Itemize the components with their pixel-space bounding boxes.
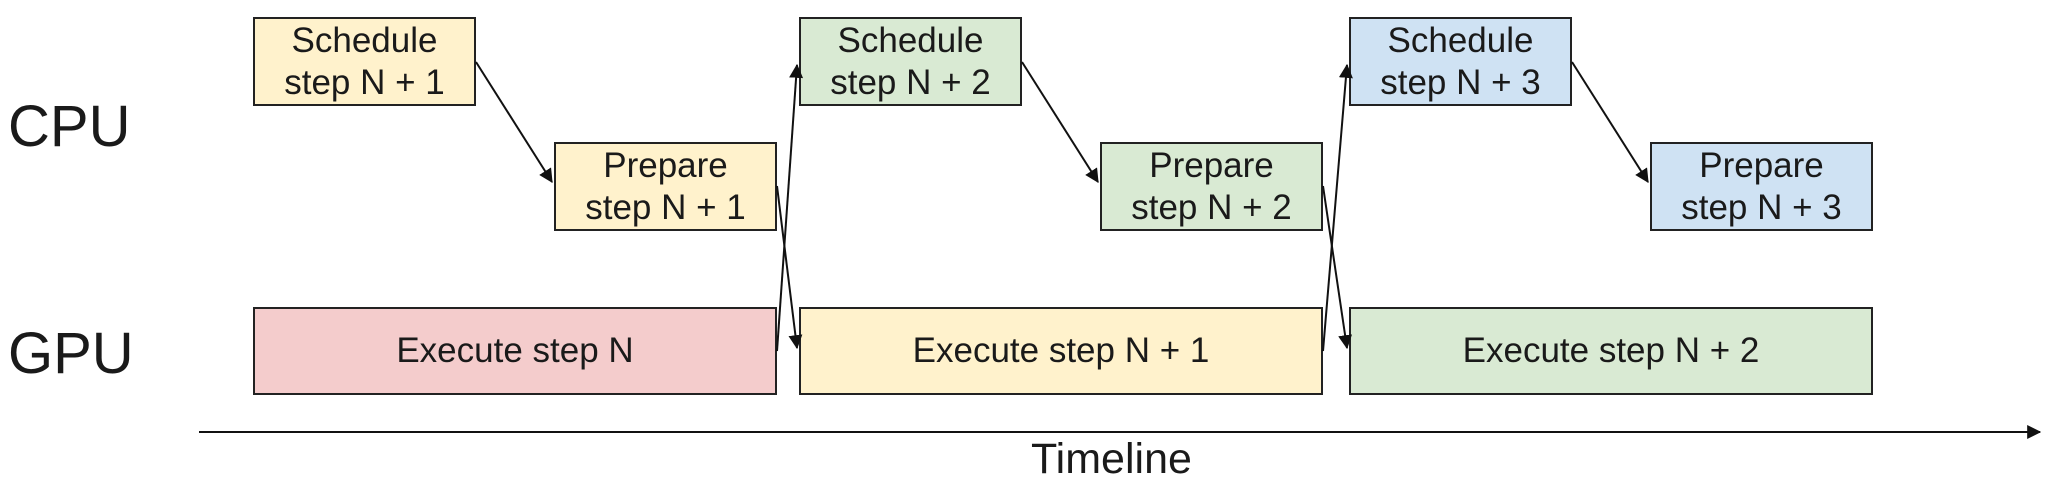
timeline-label: Timeline [1031, 435, 1192, 483]
arrow-prepare-n2-to-execute-n2 [1322, 185, 1353, 350]
box-line-2: step N + 3 [1380, 62, 1541, 102]
arrow-prepare-n1-to-execute-n1 [776, 185, 803, 350]
arrow-schedule-n2-to-prepare-n2 [1021, 61, 1099, 183]
box-line-1: Schedule [291, 21, 438, 61]
prepare-step-n-plus-2-box: Prepare step N + 2 [1100, 142, 1323, 231]
box-label: Execute step N [396, 331, 634, 371]
execute-step-n-plus-1-box: Execute step N + 1 [799, 307, 1323, 395]
box-line-2: step N + 1 [284, 62, 445, 102]
box-line-2: step N + 2 [830, 62, 991, 102]
prepare-step-n-plus-1-box: Prepare step N + 1 [554, 142, 777, 231]
box-label: Execute step N + 1 [912, 331, 1210, 371]
box-line-1: Prepare [603, 146, 728, 186]
arrow-schedule-n3-to-prepare-n3 [1571, 61, 1649, 183]
arrow-execute-n-to-schedule-n2 [776, 63, 804, 352]
schedule-step-n-plus-3-box: Schedule step N + 3 [1349, 17, 1572, 106]
box-label: Execute step N + 2 [1462, 331, 1760, 371]
arrow-schedule-n1-to-prepare-n1 [475, 61, 553, 183]
box-line-1: Prepare [1699, 146, 1824, 186]
box-line-1: Schedule [1387, 21, 1534, 61]
box-line-2: step N + 2 [1131, 187, 1292, 227]
prepare-step-n-plus-3-box: Prepare step N + 3 [1650, 142, 1873, 231]
cpu-lane-label: CPU [8, 94, 131, 159]
arrow-execute-n1-to-schedule-n3 [1322, 63, 1353, 352]
schedule-step-n-plus-2-box: Schedule step N + 2 [799, 17, 1022, 106]
gpu-lane-label: GPU [8, 321, 134, 386]
box-line-2: step N + 1 [585, 187, 746, 227]
box-line-1: Prepare [1149, 146, 1274, 186]
execute-step-n-plus-2-box: Execute step N + 2 [1349, 307, 1873, 395]
schedule-step-n-plus-1-box: Schedule step N + 1 [253, 17, 476, 106]
box-line-1: Schedule [837, 21, 984, 61]
execute-step-n-box: Execute step N [253, 307, 777, 395]
box-line-2: step N + 3 [1681, 187, 1842, 227]
